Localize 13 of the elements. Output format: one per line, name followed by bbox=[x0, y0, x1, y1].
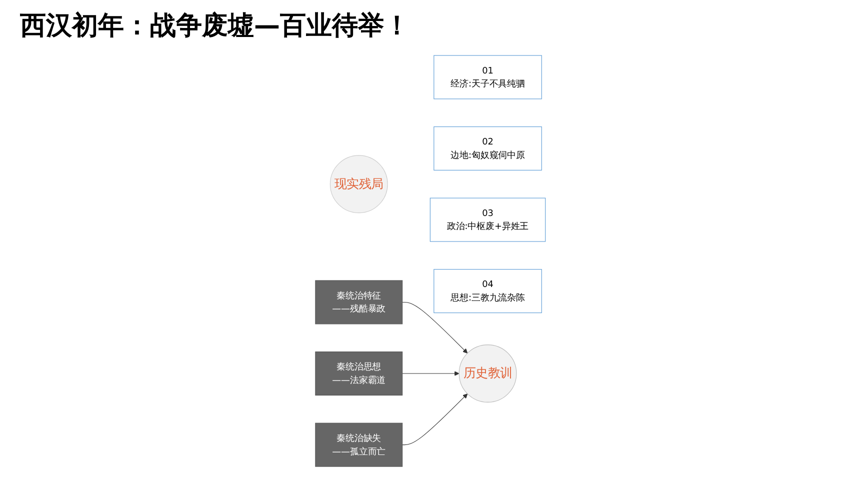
node-box: 秦统治思想 ——法家霸道 bbox=[314, 352, 402, 396]
node-box: 秦统治缺失 ——孤立而亡 bbox=[314, 422, 402, 467]
node-box: 01 经济:天子不具纯驷 bbox=[433, 55, 542, 100]
node-box: 03 政治:中枢废+异姓王 bbox=[430, 198, 546, 242]
node-circle: 现实残局 bbox=[330, 155, 388, 214]
slide-title: 西汉初年：战争废墟—百业待举！ bbox=[20, 10, 411, 43]
arrow bbox=[402, 302, 468, 354]
node-box: 02 边地:匈奴窥伺中原 bbox=[433, 126, 542, 170]
arrow bbox=[402, 371, 459, 376]
node-box: 04 思想:三教九流杂陈 bbox=[433, 269, 542, 314]
node-box: 秦统治特征 ——残酷暴政 bbox=[314, 280, 402, 324]
arrow bbox=[402, 394, 468, 446]
node-circle: 历史教训 bbox=[458, 344, 516, 402]
